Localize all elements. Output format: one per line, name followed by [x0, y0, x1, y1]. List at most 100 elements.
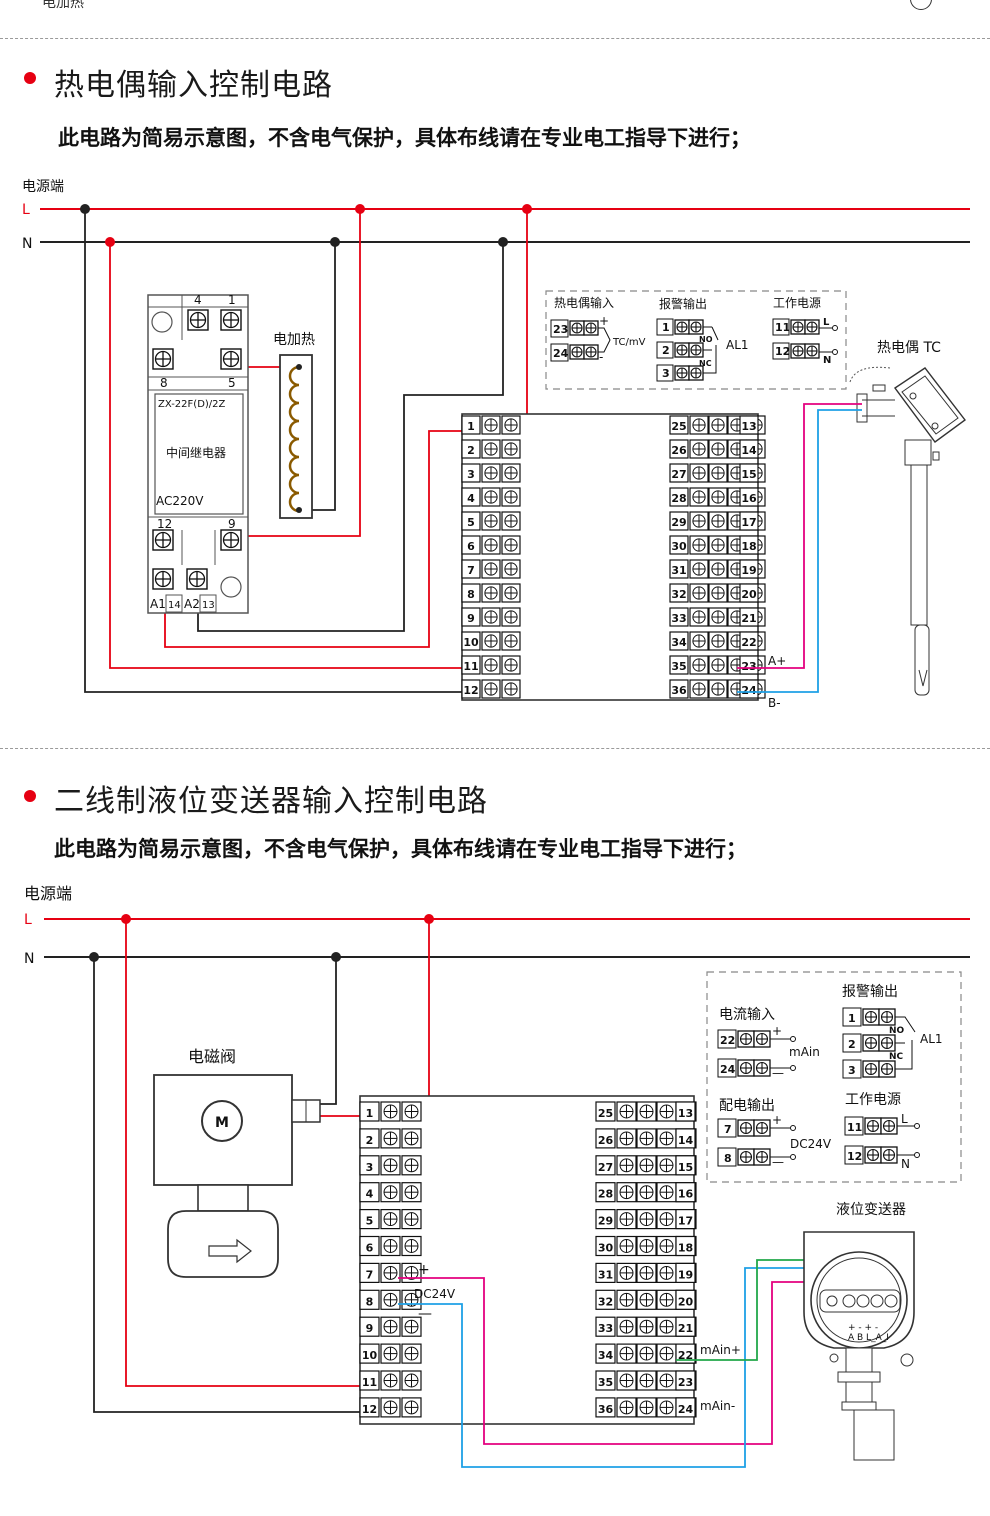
bullet-icon	[24, 72, 36, 84]
thermocouple-sensor	[849, 366, 966, 696]
wire-tc-plus	[737, 403, 862, 669]
top-circle-icon	[910, 0, 932, 10]
terminal-15: 15	[678, 1161, 693, 1174]
terminal-18: 18	[741, 540, 756, 553]
legend-dist-plus: +	[772, 1113, 782, 1127]
terminal-23: 23	[741, 660, 756, 673]
terminal-24: 24	[741, 684, 757, 697]
terminal-11: 11	[362, 1376, 377, 1389]
terminal-11: 11	[463, 660, 478, 673]
thermocouple-circuit-diagram: 电源端 L N	[22, 179, 970, 710]
relay-num-8: 8	[160, 376, 168, 390]
terminal-13: 13	[741, 420, 756, 433]
main-minus-label: mAin-	[700, 1399, 735, 1413]
legend-al-1: 1	[848, 1012, 856, 1025]
legend-no: NO	[889, 1026, 905, 1036]
valve-label: 电磁阀	[188, 1047, 236, 1066]
terminal-8: 8	[366, 1295, 374, 1308]
controller-body	[359, 1095, 695, 1425]
terminal-14: 14	[741, 444, 757, 457]
legend-pw-12: 12	[775, 345, 790, 358]
relay-14: 14	[168, 600, 181, 611]
terminal-25: 25	[671, 420, 686, 433]
legend-cur-plus: +	[772, 1024, 782, 1038]
terminal-13: 13	[678, 1107, 693, 1120]
legend-box	[545, 290, 847, 390]
legend-dist-7: 7	[724, 1123, 732, 1136]
transmitter-pins: A B L_A_I	[848, 1333, 889, 1343]
terminal-32: 32	[598, 1295, 613, 1308]
terminal-6: 6	[366, 1242, 374, 1255]
legend-al1: AL1	[726, 338, 749, 352]
legend-terminals	[717, 1007, 920, 1167]
dc24v-label: DC24V	[414, 1287, 456, 1301]
legend-pw-N: N	[823, 355, 831, 366]
terminal-22: 22	[741, 636, 756, 649]
terminal-20: 20	[678, 1295, 694, 1308]
relay-voltage: AC220V	[156, 494, 204, 508]
terminal-16: 16	[678, 1188, 694, 1201]
label-b-minus: B-	[768, 696, 781, 710]
terminal-36: 36	[598, 1403, 614, 1416]
terminal-28: 28	[598, 1188, 613, 1201]
terminal-10: 10	[362, 1349, 378, 1362]
sensor-label: 热电偶 TC	[877, 340, 941, 356]
terminal-23: 23	[678, 1376, 693, 1389]
controller-body	[461, 413, 759, 701]
legend-no: NO	[699, 335, 713, 344]
terminal-21: 21	[741, 612, 756, 625]
legend-alarm-title: 报警输出	[842, 984, 898, 1000]
legend-dist-8: 8	[724, 1152, 732, 1165]
line-L-label: L	[24, 912, 32, 928]
legend-alarm-title: 报警输出	[659, 296, 707, 311]
solenoid-valve	[153, 1074, 321, 1278]
terminal-1: 1	[366, 1107, 374, 1120]
legend-nc: NC	[889, 1052, 904, 1062]
junction-dots	[80, 204, 532, 247]
terminal-27: 27	[598, 1161, 613, 1174]
dc-plus: +	[418, 1262, 430, 1278]
relay	[147, 294, 249, 614]
legend-dist-signal: DC24V	[790, 1137, 832, 1151]
legend-pw-11: 11	[775, 321, 790, 334]
terminal-18: 18	[678, 1242, 693, 1255]
terminal-12: 12	[463, 684, 478, 697]
terminal-26: 26	[671, 444, 687, 457]
terminal-35: 35	[671, 660, 686, 673]
legend-dist-title: 配电输出	[719, 1098, 775, 1114]
terminal-35: 35	[598, 1376, 613, 1389]
terminal-33: 33	[671, 612, 686, 625]
legend-pw-N: N	[901, 1157, 910, 1171]
terminal-34: 34	[671, 636, 687, 649]
legend-pw-L: L	[901, 1112, 908, 1126]
wires-neutral	[93, 957, 378, 1413]
terminal-29: 29	[671, 516, 686, 529]
legend-power-title: 工作电源	[773, 296, 821, 310]
legend-nc: NC	[699, 359, 712, 368]
legend-al-2: 2	[662, 344, 670, 357]
relay-num-1: 1	[228, 293, 236, 307]
legend-dist-minus: —	[772, 1155, 784, 1169]
terminal-6: 6	[467, 540, 475, 553]
legend-pw-11: 11	[847, 1121, 862, 1134]
legend-al-2: 2	[848, 1038, 856, 1051]
terminal-26: 26	[598, 1134, 614, 1147]
terminal-15: 15	[741, 468, 756, 481]
legend-al-1: 1	[662, 321, 670, 334]
level-transmitter	[803, 1231, 915, 1461]
legend-terminals	[550, 318, 838, 382]
heater-coil	[279, 354, 313, 519]
terminal-17: 17	[741, 516, 756, 529]
top-cut-label: 电加热	[42, 0, 84, 11]
relay-name: 中间继电器	[166, 445, 226, 460]
line-L-label: L	[22, 202, 30, 218]
legend-box	[706, 971, 962, 1183]
terminal-4: 4	[366, 1188, 374, 1201]
legend-cur-signal: mAin	[789, 1045, 820, 1059]
legend-al-3: 3	[848, 1064, 856, 1077]
terminal-34: 34	[598, 1349, 614, 1362]
terminal-3: 3	[366, 1161, 374, 1174]
relay-model: ZX-22F(D)/2Z	[158, 399, 226, 410]
